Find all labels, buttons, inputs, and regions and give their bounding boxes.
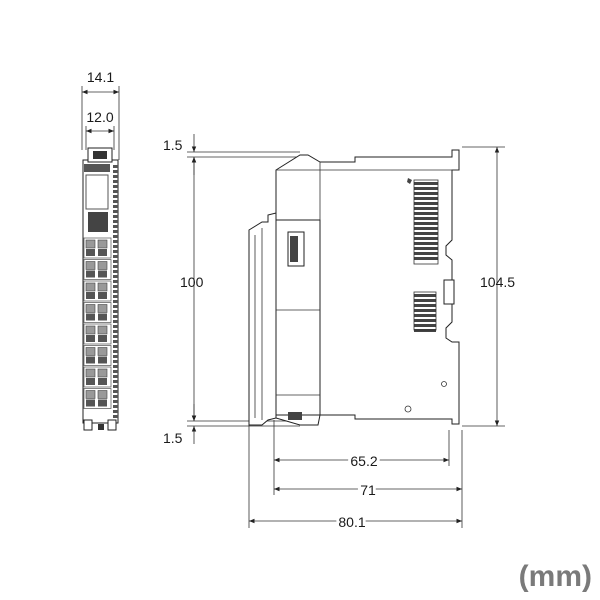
width-inner-label: 12.0 [86,109,113,125]
front-view: 14.1 12.0 [81,69,120,431]
depth-2-label: 71 [360,482,376,498]
side-connector-pins [413,179,439,332]
side-view: 1.5 100 1.5 104.5 65.2 71 80.1 [163,134,515,533]
depth-1-label: 65.2 [350,453,377,469]
height-left-label: 100 [180,274,204,290]
front-terminal-block [83,237,112,409]
bottom-offset-label: 1.5 [163,430,183,446]
front-indicator-window [88,212,108,232]
unit-label: (mm) [519,560,592,593]
side-terminal-block [248,212,277,426]
depth-3-label: 80.1 [338,514,365,530]
height-right-label: 104.5 [480,274,515,290]
top-offset-label: 1.5 [163,137,183,153]
width-overall-label: 14.1 [87,69,114,85]
